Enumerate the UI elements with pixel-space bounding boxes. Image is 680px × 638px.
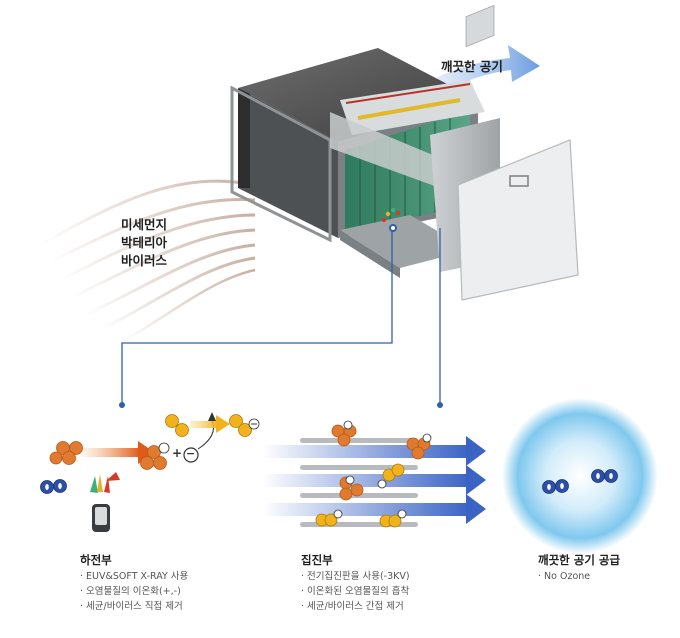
- ionized-particle-cluster: [140, 442, 170, 470]
- collection-bullet-1: · 전기집진판을 사용(-3KV): [301, 571, 410, 582]
- clean-supply-section-title: 깨끗한 공기 공급: [538, 553, 621, 567]
- minus-sign: −: [186, 447, 196, 460]
- air-purifier-unit: [230, 4, 579, 301]
- orange-particle-cluster: [49, 441, 83, 465]
- negative-ion-icon: [183, 447, 199, 463]
- leader-dot-charging: [119, 402, 125, 408]
- charging-bullet-1: · EUV&SOFT X-RAY 사용: [80, 571, 189, 582]
- charging-bullet-2: · 오염물질의 이온화(+,-): [80, 586, 181, 597]
- collection-section-title: 집진부: [301, 553, 333, 567]
- clean-air-label: 깨끗한 공기: [441, 59, 503, 74]
- charging-section-graphic: [40, 412, 260, 532]
- charging-bullet-3: · 세균/바이러스 직접 제거: [80, 601, 183, 612]
- incoming-air-streaks: [39, 179, 256, 345]
- pollutant-label-fine-dust: 미세먼지: [121, 217, 168, 232]
- xray-emitter-icon: [90, 472, 120, 532]
- yellow-ion-pair-charged: [229, 414, 260, 437]
- leader-lines: [121, 228, 441, 403]
- pollutant-label-virus: 바이러스: [121, 253, 168, 268]
- plus-sign: +: [172, 446, 183, 460]
- collection-section-graphic: [262, 420, 486, 528]
- collection-bullet-3: · 세균/바이러스 간접 제거: [301, 601, 404, 612]
- yellow-ion-pair-source: [165, 414, 189, 437]
- clean-air-glow-graphic: [502, 398, 658, 554]
- leader-dot-collection: [437, 402, 443, 408]
- pollutant-label-bacteria: 박테리아: [121, 235, 168, 250]
- collection-bullet-2: · 이온화된 오염물질의 흡착: [301, 586, 410, 597]
- blue-molecule: [40, 479, 67, 494]
- clean-supply-bullet-1: · No Ozone: [538, 571, 591, 582]
- charging-section-title: 하전부: [80, 553, 112, 567]
